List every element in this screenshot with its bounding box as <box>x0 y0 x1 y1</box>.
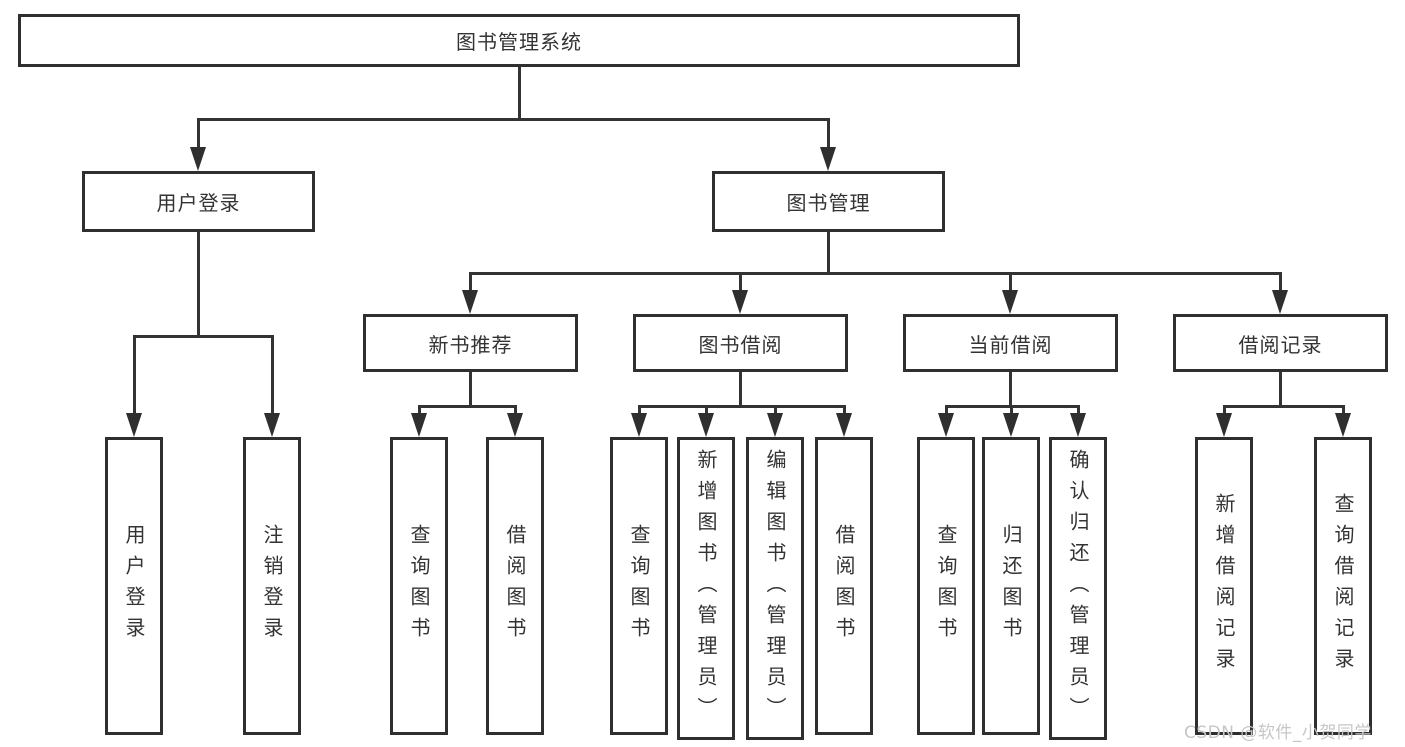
node-new-book-rec-label: 新书推荐 <box>428 332 513 357</box>
node-user-login-label: 用户登录 <box>156 191 241 215</box>
connector-line <box>1278 372 1282 405</box>
leaf-add-book-admin-label: 新增图书（管理员） <box>694 449 718 728</box>
arrowhead-down-icon <box>698 413 714 437</box>
arrowhead-down-icon <box>190 147 206 171</box>
leaf-edit-book-admin-label: 编辑图书（管理员） <box>763 449 787 728</box>
arrowhead-down-icon <box>1002 290 1018 314</box>
arrowhead-down-icon <box>631 413 647 437</box>
leaf-current-query-book-label: 查询图书 <box>934 524 958 648</box>
connector-line <box>468 272 1282 275</box>
node-book-borrow: 图书借阅 <box>633 314 848 372</box>
connector-line <box>196 121 200 147</box>
leaf-borrow-query-book: 查询图书 <box>610 437 668 735</box>
leaf-rec-borrow-book: 借阅图书 <box>486 437 544 735</box>
connector-line <box>270 338 274 413</box>
arrowhead-down-icon <box>767 413 783 437</box>
leaf-add-borrow-record: 新增借阅记录 <box>1195 437 1253 735</box>
leaf-add-borrow-record-label: 新增借阅记录 <box>1212 493 1236 679</box>
node-root-label: 图书管理系统 <box>456 30 582 54</box>
arrowhead-down-icon <box>836 413 852 437</box>
leaf-add-book-admin: 新增图书（管理员） <box>677 437 735 740</box>
arrowhead-down-icon <box>1335 413 1351 437</box>
leaf-rec-borrow-book-label: 借阅图书 <box>503 524 527 648</box>
node-current-borrow: 当前借阅 <box>903 314 1118 372</box>
node-book-mgmt: 图书管理 <box>712 171 945 232</box>
arrowhead-down-icon <box>126 413 142 437</box>
leaf-user-login: 用户登录 <box>105 437 163 735</box>
connector-line <box>196 118 830 121</box>
node-user-login: 用户登录 <box>82 171 315 232</box>
connector-line <box>704 408 708 413</box>
node-new-book-rec: 新书推荐 <box>363 314 578 372</box>
leaf-confirm-return-admin-label: 确认归还（管理员） <box>1066 449 1090 728</box>
connector-line <box>417 408 421 413</box>
leaf-return-book: 归还图书 <box>982 437 1040 735</box>
connector-line <box>1009 408 1013 413</box>
connector-line <box>132 335 274 338</box>
csdn-watermark: CSDN @软件_小贺同学 <box>1184 723 1372 743</box>
connector-line <box>517 67 521 118</box>
connector-line <box>1278 275 1282 290</box>
leaf-borrow-book-label: 借阅图书 <box>832 524 856 648</box>
arrowhead-down-icon <box>820 147 836 171</box>
leaf-confirm-return-admin: 确认归还（管理员） <box>1049 437 1107 740</box>
node-root: 图书管理系统 <box>18 14 1020 67</box>
connector-line <box>1222 408 1226 413</box>
connector-line <box>738 372 742 405</box>
arrowhead-down-icon <box>1070 413 1086 437</box>
arrowhead-down-icon <box>938 413 954 437</box>
connector-line <box>826 232 830 272</box>
connector-line <box>842 408 846 413</box>
node-borrow-record: 借阅记录 <box>1173 314 1388 372</box>
arrowhead-down-icon <box>411 413 427 437</box>
arrowhead-down-icon <box>507 413 523 437</box>
node-current-borrow-label: 当前借阅 <box>968 332 1053 357</box>
connector-line <box>1076 408 1080 413</box>
leaf-borrow-query-book-label: 查询图书 <box>627 524 651 648</box>
connector-line <box>944 408 948 413</box>
connector-line <box>468 372 472 405</box>
node-book-borrow-label: 图书借阅 <box>698 332 783 357</box>
arrowhead-down-icon <box>1216 413 1232 437</box>
connector-line <box>944 405 1080 408</box>
arrowhead-down-icon <box>1272 290 1288 314</box>
connector-line <box>1008 275 1012 290</box>
arrowhead-down-icon <box>732 290 748 314</box>
leaf-borrow-book: 借阅图书 <box>815 437 873 735</box>
leaf-return-book-label: 归还图书 <box>999 524 1023 648</box>
connector-line <box>1341 408 1345 413</box>
leaf-logout-label: 注销登录 <box>260 524 284 648</box>
connector-line <box>637 408 641 413</box>
arrowhead-down-icon <box>1003 413 1019 437</box>
connector-line <box>773 408 777 413</box>
connector-line <box>637 405 846 408</box>
leaf-query-borrow-record-label: 查询借阅记录 <box>1331 493 1355 679</box>
leaf-rec-query-book-label: 查询图书 <box>407 524 431 648</box>
arrowhead-down-icon <box>462 290 478 314</box>
connector-line <box>1008 372 1012 405</box>
leaf-current-query-book: 查询图书 <box>917 437 975 735</box>
node-book-mgmt-label: 图书管理 <box>786 191 871 215</box>
connector-line <box>468 275 472 290</box>
connector-line <box>196 232 200 335</box>
connector-line <box>1222 405 1345 408</box>
connector-line <box>738 275 742 290</box>
leaf-logout: 注销登录 <box>243 437 301 735</box>
leaf-edit-book-admin: 编辑图书（管理员） <box>746 437 804 740</box>
leaf-user-login-label: 用户登录 <box>122 524 146 648</box>
leaf-query-borrow-record: 查询借阅记录 <box>1314 437 1372 735</box>
arrowhead-down-icon <box>264 413 280 437</box>
leaf-rec-query-book: 查询图书 <box>390 437 448 735</box>
connector-line <box>417 405 517 408</box>
node-borrow-record-label: 借阅记录 <box>1238 332 1323 357</box>
connector-line <box>513 408 517 413</box>
connector-line <box>826 121 830 147</box>
connector-line <box>132 338 136 413</box>
